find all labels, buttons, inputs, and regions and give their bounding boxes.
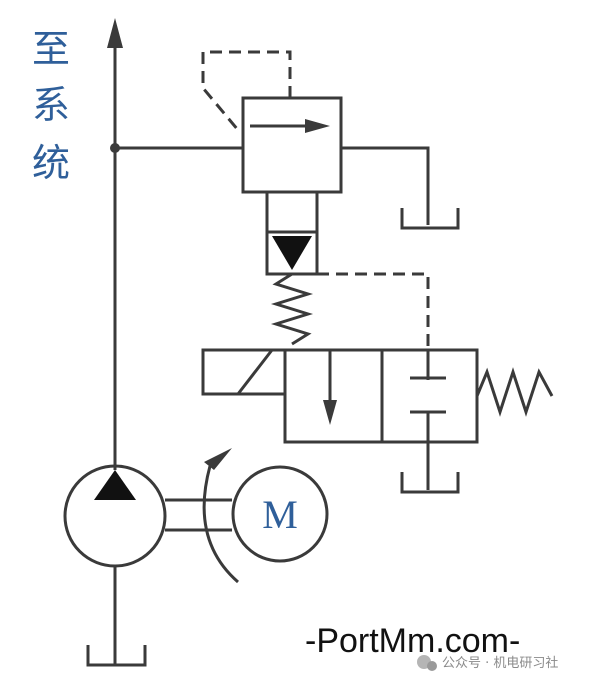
pilot-stage-upper bbox=[265, 190, 319, 234]
supply-arrow-head bbox=[107, 18, 123, 48]
rotation-arrow-head bbox=[204, 448, 232, 470]
tank-symbol-valve bbox=[400, 472, 460, 494]
label-to-system-1: 至 bbox=[32, 27, 70, 71]
label-to-system-3: 统 bbox=[32, 141, 70, 185]
pilot-line bbox=[201, 50, 292, 131]
valve-flow-arrow bbox=[323, 400, 337, 425]
watermark: -PortMm.com- bbox=[305, 622, 520, 660]
tank-symbol-pump bbox=[86, 645, 147, 667]
motor-circle bbox=[231, 465, 329, 563]
drain-line bbox=[317, 272, 430, 380]
relief-valve-flow-arrow bbox=[305, 119, 330, 133]
wechat-caption: 公众号 · 机电研习社 bbox=[442, 655, 558, 671]
tank-symbol-right bbox=[400, 208, 460, 230]
solenoid-diagonal bbox=[236, 349, 274, 395]
label-to-system-2: 系 bbox=[32, 83, 70, 127]
check-cone bbox=[272, 236, 312, 270]
rotation-arc bbox=[202, 465, 239, 584]
pump-arrow bbox=[94, 470, 136, 500]
relief-valve-body bbox=[241, 96, 343, 194]
spring bbox=[270, 272, 314, 346]
relief-outlet-line bbox=[341, 146, 430, 225]
return-spring bbox=[475, 367, 554, 417]
motor-label: M bbox=[262, 492, 298, 537]
wechat-icon bbox=[417, 655, 437, 671]
